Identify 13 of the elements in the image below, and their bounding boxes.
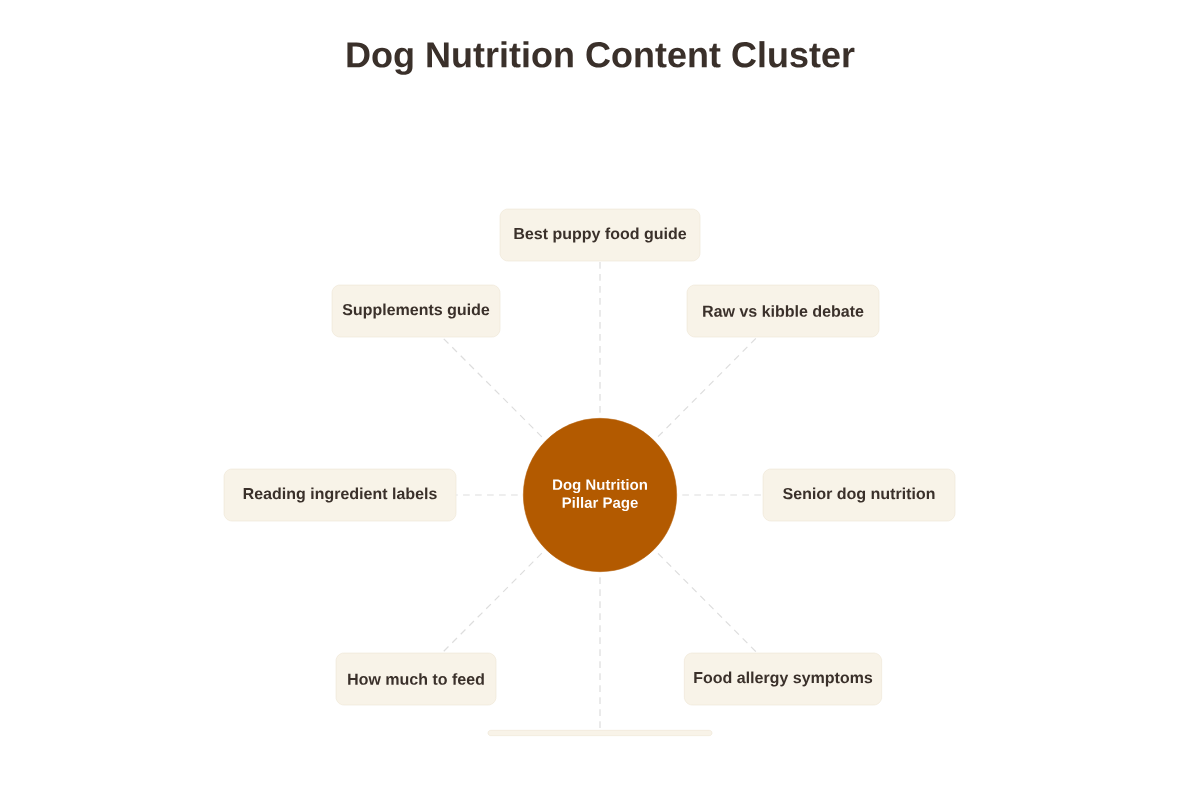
topic-box: Best puppy food guide [499,208,701,262]
connector-line [441,552,543,654]
topic-box: Supplements guide [331,284,501,338]
topic-box: Reading ingredient labels [223,468,457,522]
topic-box: Food allergy symptoms [684,652,882,706]
partial-box [487,730,713,736]
connector-line [657,336,758,438]
topic-box: Senior dog nutrition [762,468,956,522]
topic-box: Raw vs kibble debate [686,284,880,338]
connector-line [441,336,543,438]
title: Dog Nutrition Content Cluster [347,41,855,75]
connector-line [657,552,758,654]
topic-box: How much to feed [335,652,497,706]
